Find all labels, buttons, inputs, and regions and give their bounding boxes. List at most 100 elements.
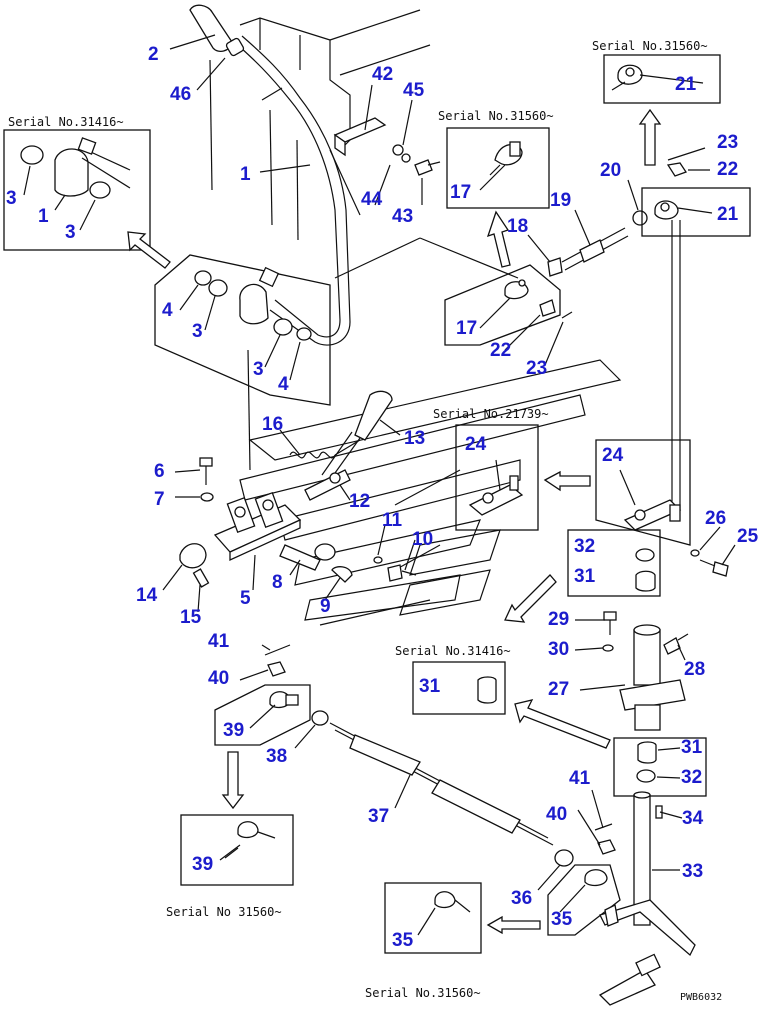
- part-label: 22: [717, 159, 738, 180]
- serial-annotations: Serial No.31416~ Serial No.31560~ Serial…: [8, 39, 722, 1003]
- serial-note: Serial No.31560~: [592, 39, 708, 53]
- part-label: 3: [65, 222, 76, 243]
- serial-note: Serial No.31416~: [8, 115, 124, 129]
- long-rod-37: [329, 722, 554, 846]
- part-label: 34: [682, 808, 704, 829]
- part-label: 31: [574, 566, 596, 587]
- rod-12: [304, 469, 351, 501]
- pin-41-right: [594, 823, 613, 831]
- part-label: 23: [526, 358, 547, 379]
- grease-fitting-28: [663, 633, 689, 655]
- bolt-10: [387, 564, 417, 582]
- part-label: 4: [162, 300, 173, 321]
- part-label: 1: [38, 206, 49, 227]
- housing-frame: [209, 9, 519, 571]
- part-label: 46: [170, 84, 191, 105]
- part-label: 21: [717, 204, 739, 225]
- rod-end-35-box: [547, 864, 621, 936]
- arrow-up-to-inset-17: [486, 210, 511, 268]
- lower-lever-arm: [598, 899, 696, 1006]
- part-label: 29: [548, 609, 569, 630]
- part-label: 8: [272, 572, 283, 593]
- part-label: 43: [392, 206, 413, 227]
- nut-36: [554, 849, 574, 867]
- part-label: 6: [154, 461, 165, 482]
- nut-40-left: [267, 661, 286, 677]
- part-label: 31: [419, 676, 441, 697]
- part-label: 23: [717, 132, 738, 153]
- rod-end-24-box: [595, 439, 691, 546]
- bolt-6: [199, 457, 213, 485]
- washer-11: [373, 556, 383, 564]
- serial-note: Serial No 31560~: [166, 905, 282, 919]
- inset-box-24-left: [455, 424, 539, 531]
- part-label: 27: [548, 679, 569, 700]
- part-label: 5: [240, 588, 251, 609]
- part-label: 26: [705, 508, 726, 529]
- floor-plate: [239, 359, 622, 626]
- arrow-to-inset-24: [543, 470, 591, 492]
- part-label: 39: [192, 854, 213, 875]
- arrow-diagonal-to-inset-31: [504, 574, 557, 623]
- part-label: 33: [682, 861, 703, 882]
- rod-end-17-box: [444, 264, 573, 346]
- part-label: 37: [368, 806, 389, 827]
- part-label: 28: [684, 659, 705, 680]
- arrow-up-to-inset-21: [638, 108, 662, 166]
- part-label: 14: [136, 585, 158, 606]
- part-label: 35: [392, 930, 414, 951]
- spring-16: [289, 439, 361, 459]
- part-label: 41: [208, 631, 230, 652]
- arrow-to-inset-top-left: [127, 231, 171, 269]
- bushing-box-31-32-top: [567, 529, 661, 597]
- pin-41-left: [264, 644, 291, 656]
- inset-box-17: [446, 127, 550, 209]
- washer-30: [602, 644, 614, 652]
- inset-box-21-top: [603, 54, 721, 104]
- part-label: 44: [361, 189, 383, 210]
- part-label: 32: [574, 536, 595, 557]
- part-label: 32: [681, 767, 702, 788]
- part-label: 40: [208, 668, 229, 689]
- washer-45: [392, 144, 411, 163]
- part-label: 24: [465, 434, 487, 455]
- serial-note: Serial No.21739~: [433, 407, 549, 421]
- part-label: 24: [602, 445, 624, 466]
- inset-box-39: [180, 814, 294, 886]
- part-number-labels: 2 46 42 45 1 44 43 3 1 3 4 3 3 4 17 18 1…: [6, 44, 759, 951]
- serial-note: Serial No.31560~: [365, 986, 481, 1000]
- rod-end-39-box: [214, 684, 311, 746]
- part-label: 15: [180, 607, 202, 628]
- clip-9: [331, 566, 353, 583]
- part-label: 7: [154, 489, 165, 510]
- washer-7: [200, 492, 214, 502]
- serial-note: Serial No.31560~: [438, 109, 554, 123]
- part-label: 38: [266, 746, 287, 767]
- part-label: 21: [675, 74, 697, 95]
- grip-knob: [189, 4, 245, 57]
- part-label: 3: [253, 359, 264, 380]
- link-8: [279, 543, 336, 571]
- part-label: 45: [403, 80, 425, 101]
- part-label: 1: [240, 164, 251, 185]
- part-label: 10: [412, 529, 433, 550]
- part-label: 3: [6, 188, 17, 209]
- nut-38: [311, 710, 329, 726]
- bushing-assembly-box: [154, 254, 331, 406]
- part-label: 19: [550, 190, 571, 211]
- part-label: 42: [372, 64, 393, 85]
- part-label: 12: [349, 491, 370, 512]
- part-label: 17: [456, 318, 477, 339]
- arrow-down-to-inset-39: [221, 751, 245, 810]
- part-label: 31: [681, 737, 703, 758]
- part-label: 22: [490, 340, 511, 361]
- bolt-25: [699, 559, 729, 577]
- part-label: 41: [569, 768, 591, 789]
- lever-rod: [231, 35, 351, 346]
- part-label: 4: [278, 374, 289, 395]
- bolt-29: [603, 611, 617, 635]
- bushing-box-31-32-bottom: [613, 737, 707, 797]
- pin-15: [192, 568, 210, 588]
- part-label: 16: [262, 414, 283, 435]
